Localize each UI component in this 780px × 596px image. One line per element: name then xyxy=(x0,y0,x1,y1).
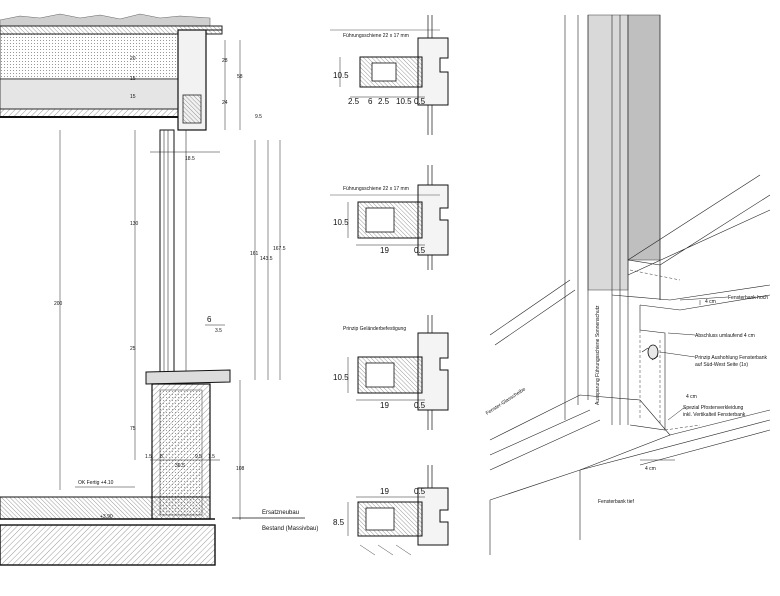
legend-existing: Bestand (Massivbau) xyxy=(262,526,318,532)
dim-130: 130 xyxy=(130,221,139,227)
dim-108: 108 xyxy=(236,466,245,472)
existing-slab xyxy=(0,524,216,566)
dim-9-5-top: 9.5 xyxy=(255,114,262,120)
window-frame xyxy=(159,129,175,376)
detail-1-dim-10-5: 10.5 xyxy=(396,97,412,106)
detail-1 xyxy=(330,15,449,135)
detail-4-side-dim: 8.5 xyxy=(333,518,345,527)
detail-2-title: Führungsschiene 22 x 17 mm xyxy=(343,186,409,192)
detail-2-dim-0-5: 0.5 xyxy=(414,246,426,255)
dim-3-5: 3.5 xyxy=(215,328,222,334)
detail-2-side-dim: 10.5 xyxy=(333,218,349,227)
ok-fertig-label: OK Fertig +4.10 xyxy=(78,480,114,486)
window-sill xyxy=(145,369,231,385)
dim-15a: 15 xyxy=(130,76,136,82)
section-drawing: 28 58 24 20 15 15 130 161 143.5 167.5 20… xyxy=(0,13,318,566)
roof-insulation xyxy=(0,33,181,80)
dim-143-5: 143.5 xyxy=(260,256,273,262)
plan-details: Führungsschiene 22 x 17 mm 10.5 2.5 6 2.… xyxy=(330,15,449,556)
dim-58: 58 xyxy=(237,74,243,80)
detail-1-dim-0-5: 0.5 xyxy=(414,97,426,106)
level-mark: +3.90 xyxy=(100,514,113,520)
post-shaded xyxy=(587,14,629,291)
roof-vegetation xyxy=(0,13,211,27)
label-4cm-b: 4 cm xyxy=(686,394,697,400)
roof-timber xyxy=(0,78,181,110)
label-abschluss: Abschluss umlaufend 4 cm xyxy=(695,333,755,339)
legend-new-build: Ersatzneubau xyxy=(262,510,299,516)
dim-28: 28 xyxy=(222,58,228,64)
dim-8: 8 xyxy=(160,454,163,460)
dim-1-5-left: 1.5 xyxy=(145,454,152,460)
detail-3-dim-0-5: 0.5 xyxy=(414,401,426,410)
label-4cm-a: 4 cm xyxy=(705,299,716,305)
detail-1-side-dim: 10.5 xyxy=(333,71,349,80)
detail-1-title: Führungsschiene 22 x 17 mm xyxy=(343,33,409,39)
dim-15b: 15 xyxy=(130,94,136,100)
dim-161: 161 xyxy=(250,251,259,257)
dim-6: 6 xyxy=(207,315,212,324)
blind-housing xyxy=(182,94,202,124)
label-4cm-c: 4 cm xyxy=(645,466,656,472)
dim-167-5: 167.5 xyxy=(273,246,286,252)
detail-4-dim-19: 19 xyxy=(380,487,389,496)
label-spezial-2: inkl. Vertikalteil Fensterbank xyxy=(683,412,746,418)
dim-36-5: 36.5 xyxy=(175,463,185,469)
dim-200: 200 xyxy=(54,301,63,307)
detail-2-dim-19: 19 xyxy=(380,246,389,255)
label-aussparung: Aussparung Führungsschiene Sonnenschutz xyxy=(595,305,601,405)
dim-25: 25 xyxy=(130,346,136,352)
detail-1-dim-2-5b: 2.5 xyxy=(378,97,390,106)
dim-20: 20 xyxy=(130,56,136,62)
axonometric-drawing: Fensterbank hoch Abschluss umlaufend 4 c… xyxy=(485,14,771,555)
label-prinzip-2: auf Süd-West Seite (1x) xyxy=(695,362,748,368)
dim-1-5-right: 1.5 xyxy=(208,454,215,460)
label-glasscheibe: Fenster-Glasscheibe xyxy=(485,386,527,416)
dim-18-5: 18.5 xyxy=(185,156,195,162)
label-fensterbank-tief: Fensterbank tief xyxy=(598,499,634,505)
dim-24: 24 xyxy=(222,100,228,106)
label-fensterbank-hoch: Fensterbank hoch xyxy=(728,295,768,301)
detail-2 xyxy=(330,165,449,270)
detail-1-dim-6: 6 xyxy=(368,97,373,106)
label-spezial-1: Spezial Pfostenverkleidung xyxy=(683,405,744,411)
roof-ceiling xyxy=(0,108,181,118)
detail-1-dim-2-5a: 2.5 xyxy=(348,97,360,106)
detail-3-title: Prinzip Geländerbefestigung xyxy=(343,326,406,332)
dim-75: 75 xyxy=(130,426,136,432)
detail-4-dim-0-5: 0.5 xyxy=(414,487,426,496)
label-prinzip-1: Prinzip Aushohlung Fensterbank xyxy=(695,355,767,361)
dim-9-5-bottom: 9.5 xyxy=(195,454,202,460)
detail-3 xyxy=(347,315,449,430)
detail-4 xyxy=(347,465,449,556)
detail-3-dim-19: 19 xyxy=(380,401,389,410)
detail-3-side-dim: 10.5 xyxy=(333,373,349,382)
